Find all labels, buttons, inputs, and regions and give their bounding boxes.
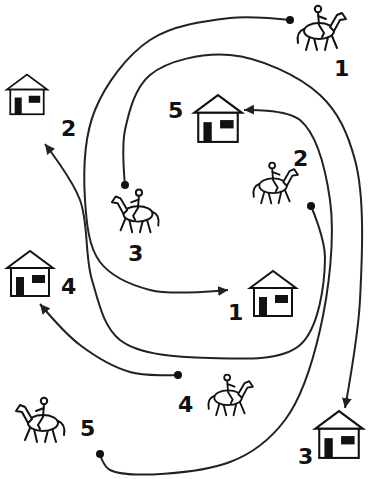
route-line <box>45 144 325 359</box>
rider-body <box>131 196 139 220</box>
house-wall <box>254 288 292 316</box>
house-drawing <box>192 92 244 144</box>
house-node: 2 <box>5 72 80 144</box>
callout-number: 1 <box>334 58 349 80</box>
horse-rider <box>253 163 298 204</box>
house-drawing <box>5 72 49 116</box>
rider-drawing <box>200 372 258 418</box>
horse-head <box>16 405 32 423</box>
route-line <box>40 304 178 375</box>
house-node: 4 <box>5 248 81 304</box>
horse-rider <box>112 190 159 233</box>
horse-head <box>283 169 298 186</box>
house-door <box>324 438 332 458</box>
rider-body <box>318 12 326 37</box>
callout-number: 3 <box>128 243 143 265</box>
house-wall <box>198 113 238 142</box>
start-dot <box>307 202 315 210</box>
start-dot <box>121 181 129 189</box>
house-node: 5 <box>168 92 244 150</box>
rider-head <box>224 375 230 381</box>
horse-rider <box>16 398 64 442</box>
callout-number: 5 <box>80 418 95 440</box>
house-window <box>341 436 355 444</box>
house-roof <box>7 75 47 90</box>
house-drawing <box>5 248 55 298</box>
house-window <box>32 275 45 283</box>
rider-head <box>136 190 142 196</box>
house-window <box>275 295 288 303</box>
house-roof <box>250 271 296 288</box>
horse-rider <box>298 6 346 50</box>
rider-head <box>41 398 47 404</box>
rider-head <box>269 163 275 169</box>
callout-number: 4 <box>61 276 76 298</box>
horse-head <box>330 13 346 31</box>
start-dot <box>174 371 182 379</box>
rider-node: 2 <box>245 148 311 206</box>
house-roof <box>315 411 363 429</box>
callout-number: 5 <box>168 100 183 122</box>
rider-body <box>272 168 279 191</box>
rider-node: 5 <box>12 392 100 454</box>
route-line <box>123 55 362 408</box>
house-drawing <box>248 268 298 318</box>
house-door <box>15 98 22 115</box>
house-window <box>220 120 234 128</box>
rider-drawing <box>108 185 166 237</box>
house-node: 1 <box>228 268 298 326</box>
start-dot <box>96 450 104 458</box>
callout-number: 3 <box>298 446 313 468</box>
house-window <box>29 96 40 103</box>
house-door <box>16 277 24 296</box>
house-door <box>203 122 211 142</box>
horse-head <box>112 197 127 214</box>
horse-rider <box>208 375 253 416</box>
rider-node: 1 <box>290 2 354 86</box>
rider-node: 4 <box>178 372 260 420</box>
callout-number: 4 <box>178 394 193 416</box>
rider-body <box>227 380 234 403</box>
house-wall <box>11 268 49 296</box>
rider-drawing <box>290 2 350 54</box>
house-roof <box>7 251 53 268</box>
rider-node: 3 <box>108 185 168 270</box>
house-wall <box>319 429 359 458</box>
rider-drawing <box>12 392 72 448</box>
start-dot <box>286 16 294 24</box>
rider-head <box>315 6 321 12</box>
callout-number: 2 <box>61 118 76 140</box>
house-wall <box>10 90 43 115</box>
rider-body <box>36 404 44 429</box>
route-line <box>100 110 332 475</box>
horse-head <box>238 381 253 398</box>
house-node: 3 <box>298 408 365 472</box>
house-drawing <box>313 408 365 460</box>
house-roof <box>194 95 242 113</box>
callout-number: 2 <box>293 148 308 170</box>
house-door <box>259 297 267 316</box>
callout-number: 1 <box>228 302 243 324</box>
